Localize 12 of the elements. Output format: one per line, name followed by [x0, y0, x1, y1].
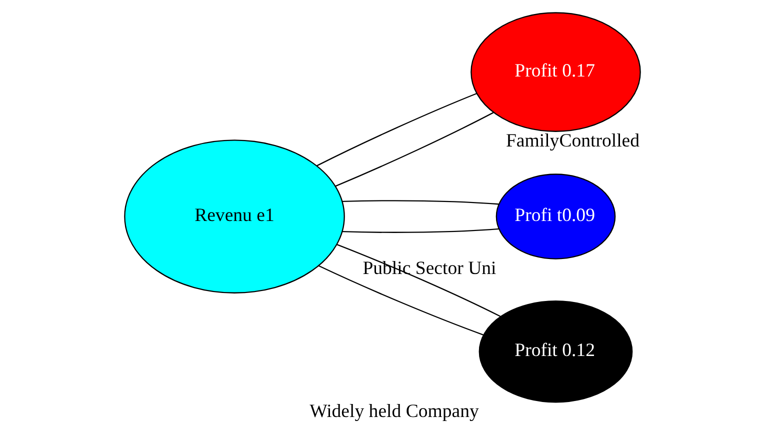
connector — [342, 200, 498, 205]
node-label: Widely held Company — [309, 401, 478, 422]
node-ellipse: Profit 0.17 — [470, 12, 640, 132]
connector — [334, 112, 494, 187]
node-ellipse: Revenu e1 — [124, 140, 344, 294]
node-ellipse: Profit 0.12 — [478, 300, 632, 403]
node-label: FamilyControlled — [505, 130, 640, 152]
node-ellipse: Profi t0.09 — [495, 174, 616, 260]
connector — [318, 265, 484, 336]
connector — [316, 92, 476, 166]
connector — [336, 244, 500, 317]
connector — [342, 228, 498, 233]
